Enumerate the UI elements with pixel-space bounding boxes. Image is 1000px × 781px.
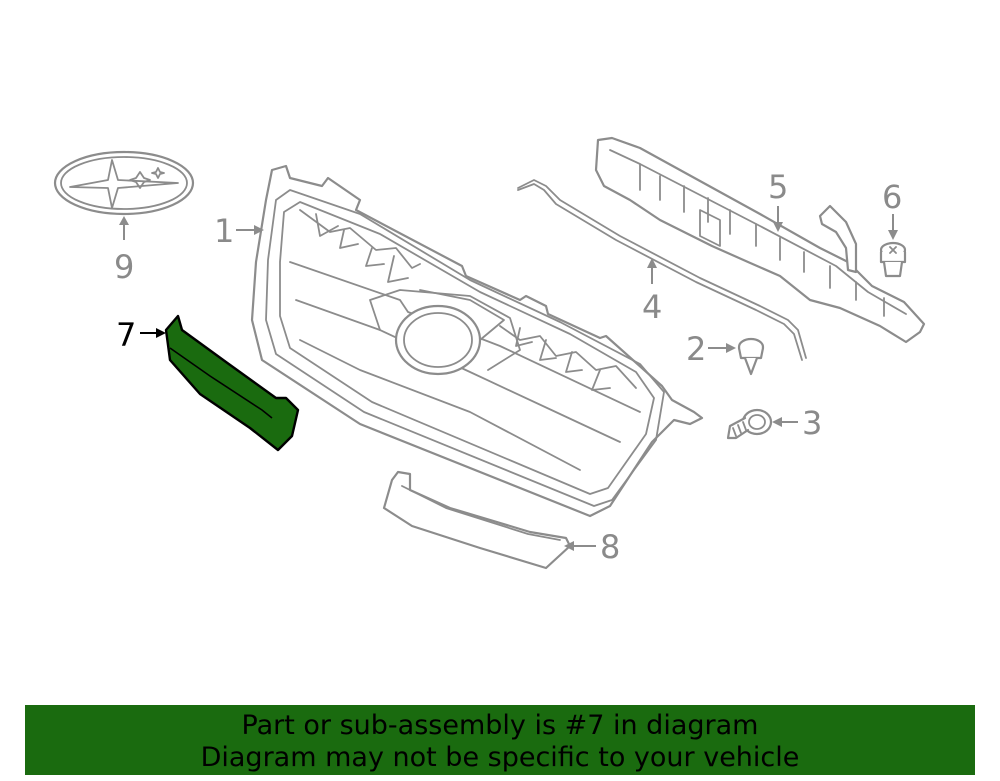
callout-9: 9 [114, 216, 134, 286]
banner-line-2: Diagram may not be specific to your vehi… [200, 742, 800, 773]
callout-8-label: 8 [600, 528, 620, 566]
callout-6: 6 [882, 178, 902, 240]
callout-1: 1 [214, 212, 264, 250]
callout-7: 7 [116, 316, 166, 354]
callout-3: 3 [772, 404, 822, 442]
part-3-screw[interactable] [726, 408, 773, 440]
part-5-bracket[interactable] [594, 136, 926, 344]
banner-line-1: Part or sub-assembly is #7 in diagram [241, 710, 759, 741]
callout-7-label: 7 [116, 316, 136, 354]
callout-2: 2 [686, 330, 736, 368]
callout-3-label: 3 [802, 404, 822, 442]
callout-1-label: 1 [214, 212, 234, 250]
callout-9-label: 9 [114, 248, 134, 286]
part-4-seal-strip[interactable] [517, 179, 807, 361]
callout-4: 4 [642, 258, 662, 326]
part-2-push-clip[interactable] [737, 337, 765, 376]
part-1-grille[interactable] [250, 164, 704, 518]
part-6-clip[interactable] [879, 241, 907, 278]
callout-2-label: 2 [686, 330, 706, 368]
callout-8: 8 [564, 528, 620, 566]
part-9-emblem[interactable] [53, 150, 195, 216]
callout-4-label: 4 [642, 288, 662, 326]
part-7-molding[interactable] [164, 314, 300, 452]
callout-5: 5 [768, 168, 788, 232]
part-info-banner: Part or sub-assembly is #7 in diagram Di… [25, 705, 975, 775]
callout-6-label: 6 [882, 178, 902, 216]
callout-5-label: 5 [768, 168, 788, 206]
